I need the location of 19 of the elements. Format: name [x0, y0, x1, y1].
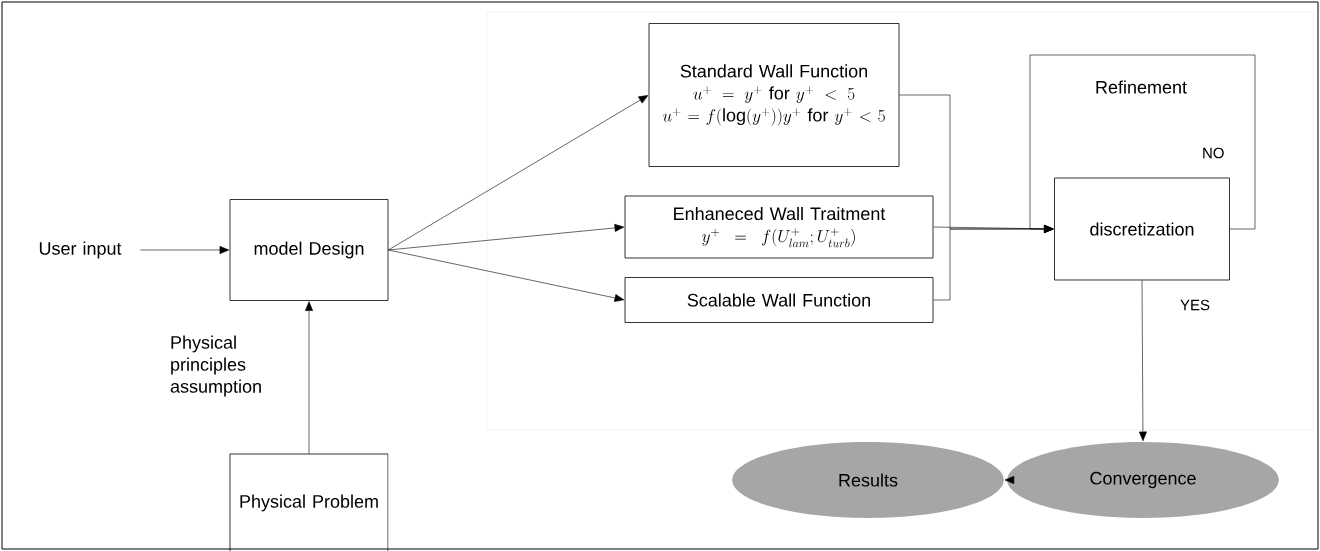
process-box: Physical Problem	[229, 453, 389, 551]
arrow	[1139, 280, 1147, 442]
arrow	[1029, 54, 1256, 233]
edge-label: YES	[1180, 299, 1210, 311]
input-text: User input	[39, 241, 122, 259]
process-box: Standard Wall Function $u^+ = y^+ \text{ for } y^+ < 5$ $u^+ = f(\log(y^+))y^+ \text{ for } y^+ < 5$	[648, 23, 900, 167]
arrow	[388, 224, 625, 251]
process-box: Enhaneced Wall Traitment $y^+ = f(U^+_{lam};U^+_{turb})$	[624, 195, 934, 259]
process-box: model Design	[229, 199, 389, 301]
process-box: Scalable Wall Function	[624, 277, 934, 323]
edge-label: NO	[1203, 147, 1224, 159]
loop-label: Refinement	[1096, 80, 1187, 94]
arrow	[140, 246, 230, 254]
arrow	[1004, 476, 1015, 484]
arrow	[388, 95, 649, 251]
process-box: discretization	[1054, 177, 1230, 281]
edge-label: Physical principles assumption	[170, 335, 261, 397]
arrow	[305, 301, 313, 454]
arrow	[388, 249, 625, 302]
